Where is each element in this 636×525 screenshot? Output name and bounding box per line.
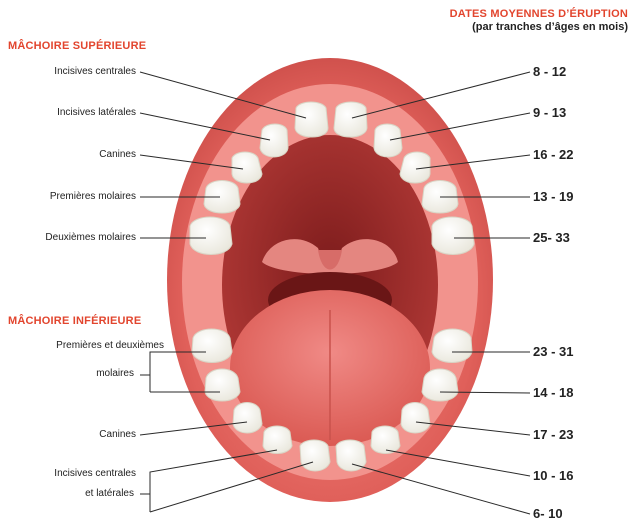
value-upper-canines: 16 - 22 bbox=[533, 147, 573, 162]
tooth-upper-central-right bbox=[334, 102, 367, 137]
tooth-lower-molar2-right bbox=[432, 329, 472, 363]
label-upper-incisives-centrales: Incisives centrales bbox=[54, 66, 136, 77]
label-lower-molaires-line2: molaires bbox=[96, 368, 134, 379]
value-lower-canines: 17 - 23 bbox=[533, 427, 573, 442]
label-lower-canines: Canines bbox=[99, 429, 136, 440]
value-upper-premieres-molaires: 13 - 19 bbox=[533, 189, 573, 204]
tooth-lower-central-left bbox=[300, 440, 330, 471]
label-upper-incisives-laterales: Incisives latérales bbox=[57, 107, 136, 118]
upper-jaw-title: MÂCHOIRE SUPÉRIEURE bbox=[8, 40, 146, 52]
tooth-lower-molar1-left bbox=[205, 369, 240, 401]
label-lower-molaires-line1: Premières et deuxièmes bbox=[56, 340, 164, 351]
eruption-dates-title: DATES MOYENNES D’ÉRUPTION bbox=[450, 8, 628, 20]
tooth-upper-molar2-right bbox=[432, 217, 474, 255]
value-upper-deuxiemes-molaires: 25- 33 bbox=[533, 230, 570, 245]
value-upper-incisives-laterales: 9 - 13 bbox=[533, 105, 566, 120]
tooth-upper-lateral-right bbox=[374, 124, 402, 157]
value-lower-molaires-1: 14 - 18 bbox=[533, 385, 573, 400]
label-upper-canines: Canines bbox=[99, 149, 136, 160]
tooth-lower-molar1-right bbox=[422, 369, 458, 401]
label-upper-premieres-molaires: Premières molaires bbox=[50, 191, 136, 202]
lower-jaw-title: MÂCHOIRE INFÉRIEURE bbox=[8, 315, 141, 327]
tooth-upper-molar2-left bbox=[190, 217, 232, 255]
label-lower-incisives-line1: Incisives centrales bbox=[54, 468, 136, 479]
tooth-lower-canine-left bbox=[233, 403, 262, 434]
tooth-lower-lateral-right bbox=[371, 426, 400, 454]
value-upper-incisives-centrales: 8 - 12 bbox=[533, 64, 566, 79]
eruption-dates-subtitle: (par tranches d’âges en mois) bbox=[472, 21, 628, 33]
tooth-upper-canine-left bbox=[232, 152, 262, 183]
label-lower-incisives-line2: et latérales bbox=[85, 488, 134, 499]
value-lower-incisives-centrales: 6- 10 bbox=[533, 506, 563, 521]
value-lower-incisives-laterales: 10 - 16 bbox=[533, 468, 573, 483]
tooth-lower-canine-right bbox=[401, 403, 430, 434]
tooth-upper-central-left bbox=[295, 102, 328, 137]
tooth-lower-molar2-left bbox=[192, 329, 232, 363]
tooth-upper-lateral-left bbox=[260, 124, 288, 157]
tooth-lower-lateral-left bbox=[263, 426, 292, 454]
label-upper-deuxiemes-molaires: Deuxièmes molaires bbox=[45, 232, 136, 243]
value-lower-molaires-2: 23 - 31 bbox=[533, 344, 573, 359]
